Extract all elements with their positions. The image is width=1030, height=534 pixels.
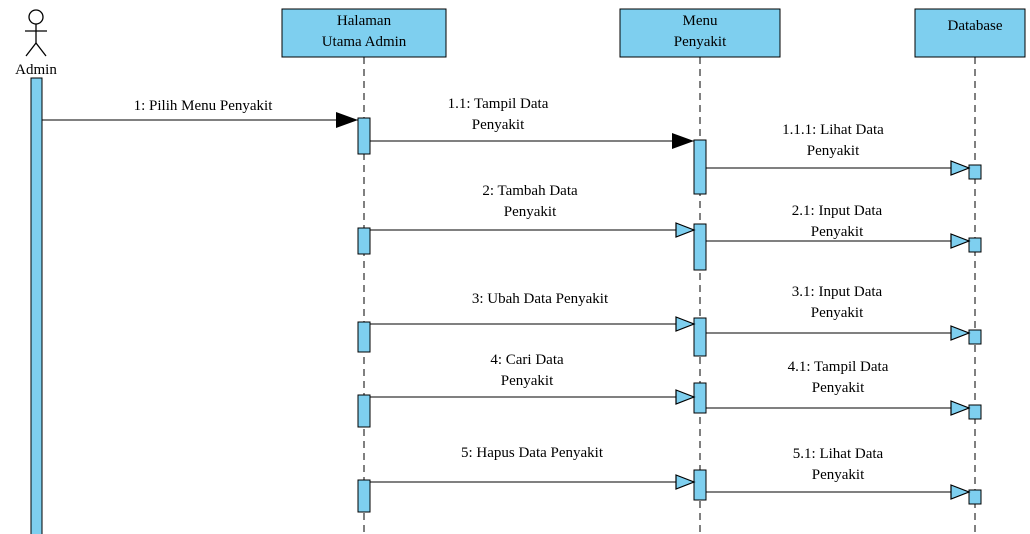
actor-activation-bar [30,77,43,534]
message-6: 3: Ubah Data Penyakit [370,291,696,332]
message-10: 5: Hapus Data Penyakit [370,445,696,490]
lifeline-head-halaman [281,8,447,58]
message-label: 1.1: Tampil Data [448,96,549,112]
message-label: 1: Pilih Menu Penyakit [134,98,274,114]
message-label: Penyakit [811,305,864,321]
activation-bar [357,321,371,353]
activation-bar [357,479,371,513]
message-label: Penyakit [811,224,864,240]
lifeline-title-halaman: Utama Admin [322,34,407,50]
message-label: 5.1: Lihat Data [793,446,884,462]
activation-bar [693,469,707,501]
lifeline-title-database: Database [948,18,1003,34]
activation-bar [357,394,371,428]
stick-figure-icon [25,9,47,57]
message-label: Penyakit [812,380,865,396]
message-label: 2.1: Input Data [792,203,883,219]
message-label: 3.1: Input Data [792,284,883,300]
message-label: 2: Tambah Data [482,183,578,199]
activation-bar [693,317,707,357]
message-label: Penyakit [472,117,525,133]
activation-bar [693,223,707,271]
activation-bar [968,237,982,253]
message-label: 4.1: Tampil Data [788,359,889,375]
activation-bar [357,117,371,155]
message-1: 1: Pilih Menu Penyakit [42,98,358,128]
activation-bar [968,164,982,180]
message-label: Penyakit [501,373,554,389]
activation-bar [693,139,707,195]
message-label: Penyakit [812,467,865,483]
message-label: 4: Cari Data [490,352,564,368]
message-label: Penyakit [504,204,557,220]
actor-name: Admin [15,62,57,78]
lifeline-database: Database [914,8,1026,534]
activation-bar [968,404,982,420]
activation-bar [968,329,982,345]
message-label: Penyakit [807,143,860,159]
lifeline-title-halaman: Halaman [337,13,392,29]
activation-bar [693,382,707,414]
message-label: 5: Hapus Data Penyakit [461,445,604,461]
activation-bar [968,489,982,505]
lifeline-title-menu: Penyakit [674,34,727,50]
message-label: 3: Ubah Data Penyakit [472,291,609,307]
lifeline-title-menu: Menu [683,13,718,29]
activation-bar [357,227,371,255]
lifeline-head-database [914,8,1026,58]
message-label: 1.1.1: Lihat Data [782,122,884,138]
